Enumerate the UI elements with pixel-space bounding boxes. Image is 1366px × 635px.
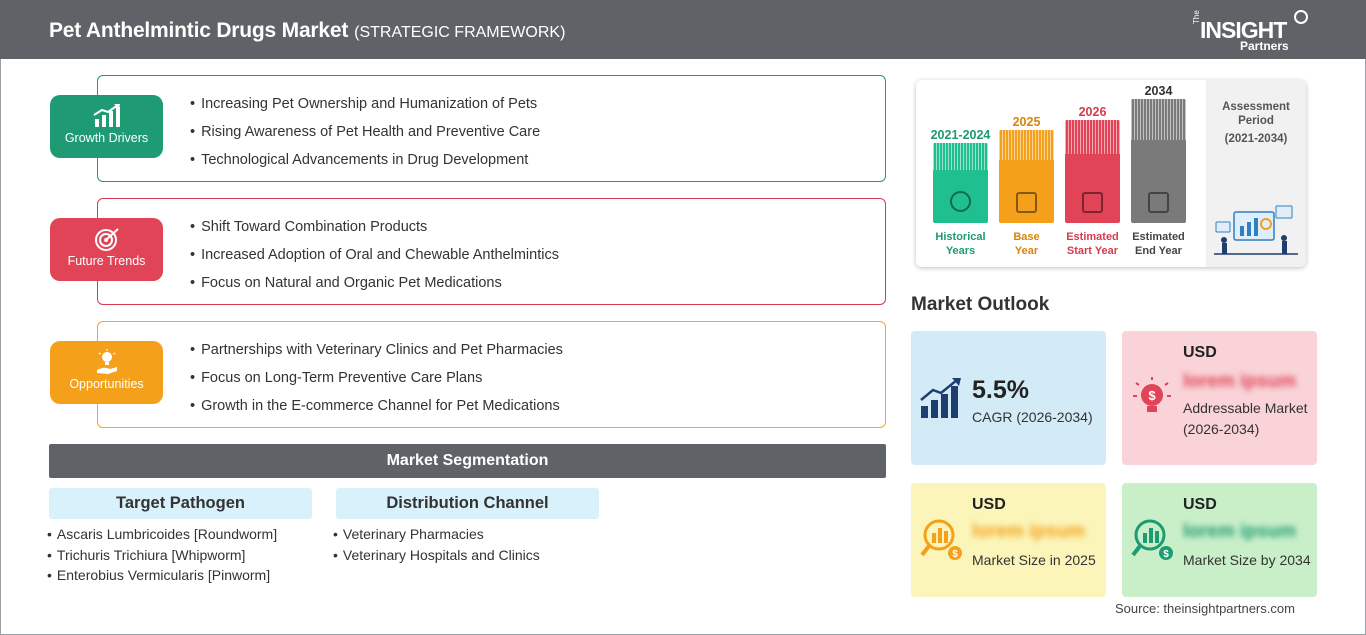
page-title: Pet Anthelmintic Drugs Market (STRATEGIC … [49, 19, 565, 43]
presentation-icon [1082, 192, 1103, 213]
opportunities-card: Partnerships with Veterinary Clinics and… [97, 321, 886, 428]
svg-text:$: $ [1148, 388, 1156, 403]
future-trends-label: Future Trends [67, 254, 146, 268]
size-2025-value: lorem ipsum [972, 521, 1085, 542]
end-label-1: Estimated [1132, 231, 1185, 243]
list-item: Enterobius Vermicularis [Pinworm] [47, 565, 312, 586]
distribution-channel-list: Veterinary Pharmacies Veterinary Hospita… [333, 524, 599, 565]
market-size-chart-icon: $ [920, 519, 962, 560]
target-pathogen-title: Target Pathogen [49, 488, 312, 519]
analytics-illustration-icon [1214, 205, 1298, 255]
target-icon [94, 228, 119, 251]
title-text: Pet Anthelmintic Drugs Market [49, 19, 349, 42]
money-bulb-icon: $ [1133, 377, 1171, 412]
start-label-2: Start Year [1066, 245, 1119, 257]
addressable-market-tile: $ USD lorem ipsum Addressable Market (20… [1122, 331, 1317, 465]
header-bar: Pet Anthelmintic Drugs Market (STRATEGIC … [0, 0, 1366, 59]
assessment-title-2: Period [1238, 115, 1274, 127]
list-item: Rising Awareness of Pet Health and Preve… [190, 122, 540, 150]
growth-drivers-label: Growth Drivers [64, 131, 149, 145]
assessment-title-1: Assessment [1222, 101, 1290, 113]
size-2034-currency: USD [1183, 496, 1217, 513]
monitor-icon [1148, 192, 1169, 213]
opportunities-list: Partnerships with Veterinary Clinics and… [190, 340, 563, 424]
market-size-2034-tile: $ USD lorem ipsum Market Size by 2034 [1122, 483, 1317, 597]
list-item: Shift Toward Combination Products [190, 217, 559, 245]
list-item: Ascaris Lumbricoides [Roundworm] [47, 524, 312, 545]
cagr-label: CAGR (2026-2034) [972, 409, 1093, 425]
market-size-2025-tile: $ USD lorem ipsum Market Size in 2025 [911, 483, 1106, 597]
historical-label-1: Historical [935, 231, 986, 243]
source-note: Source: theinsightpartners.com [1115, 601, 1295, 616]
base-bar [999, 130, 1054, 223]
calendar-icon [1016, 192, 1037, 213]
market-outlook-title: Market Outlook [911, 294, 1050, 315]
growth-drivers-card: Increasing Pet Ownership and Humanizatio… [97, 75, 886, 182]
base-year: 2025 [1012, 115, 1041, 129]
target-pathogen-list: Ascaris Lumbricoides [Roundworm] Trichur… [47, 524, 312, 586]
list-item: Partnerships with Veterinary Clinics and… [190, 340, 563, 368]
history-clock-icon [950, 191, 971, 212]
future-trends-card: Shift Toward Combination Products Increa… [97, 198, 886, 305]
size-2034-label: Market Size by 2034 [1183, 552, 1311, 568]
size-2025-currency: USD [972, 496, 1006, 513]
addressable-label: Addressable Market (2026-2034) [1183, 400, 1308, 437]
list-item: Increased Adoption of Oral and Chewable … [190, 245, 559, 273]
cagr-value: 5.5% [972, 376, 1029, 404]
list-item: Veterinary Pharmacies [333, 524, 599, 545]
future-trends-badge: Future Trends [50, 218, 163, 281]
base-label-1: Base [1013, 231, 1040, 243]
historical-year: 2021-2024 [930, 128, 991, 142]
segmentation-bar: Market Segmentation [49, 444, 886, 478]
market-forecast-icon: $ [1131, 519, 1173, 560]
distribution-channel-column: Distribution Channel Veterinary Pharmaci… [333, 488, 599, 565]
assessment-range: (2021-2034) [1224, 133, 1288, 145]
page-subtitle: (STRATEGIC FRAMEWORK) [354, 24, 566, 41]
list-item: Trichuris Trichiura [Whipworm] [47, 545, 312, 566]
end-year: 2034 [1144, 84, 1173, 98]
addressable-value: lorem ipsum [1183, 371, 1296, 392]
target-pathogen-column: Target Pathogen Ascaris Lumbricoides [Ro… [47, 488, 312, 586]
list-item: Veterinary Hospitals and Clinics [333, 545, 599, 566]
growth-drivers-list: Increasing Pet Ownership and Humanizatio… [190, 94, 540, 178]
list-item: Increasing Pet Ownership and Humanizatio… [190, 94, 540, 122]
logo-partners: Partners [1240, 39, 1289, 53]
list-item: Focus on Long-Term Preventive Care Plans [190, 368, 563, 396]
cagr-tile: 5.5% CAGR (2026-2034) [911, 331, 1106, 465]
list-item: Focus on Natural and Organic Pet Medicat… [190, 273, 559, 301]
logo-main: INSIGHT [1200, 17, 1287, 43]
size-2034-value: lorem ipsum [1183, 521, 1296, 542]
growth-drivers-badge: Growth Drivers [50, 95, 163, 158]
start-year: 2026 [1078, 105, 1107, 119]
future-trends-list: Shift Toward Combination Products Increa… [190, 217, 559, 301]
list-item: Growth in the E-commerce Channel for Pet… [190, 396, 563, 424]
opportunities-badge: Opportunities [50, 341, 163, 404]
growth-bars-icon [920, 378, 961, 418]
historical-bar [933, 143, 988, 223]
list-item: Technological Advancements in Drug Devel… [190, 150, 540, 178]
start-bar [1065, 120, 1120, 223]
end-label-2: End Year [1135, 245, 1182, 257]
base-label-2: Year [1014, 245, 1039, 257]
start-label-1: Estimated [1066, 231, 1119, 243]
size-2025-label: Market Size in 2025 [972, 552, 1096, 568]
historical-label-2: Years [945, 245, 976, 257]
logo-ring-icon [1294, 10, 1308, 24]
growth-chart-icon [92, 104, 120, 127]
addressable-currency: USD [1183, 344, 1217, 361]
svg-text:$: $ [952, 549, 958, 560]
end-bar [1131, 99, 1186, 223]
svg-text:$: $ [1163, 549, 1169, 560]
opportunities-label: Opportunities [69, 377, 144, 391]
distribution-channel-title: Distribution Channel [336, 488, 599, 519]
insight-partners-logo[interactable]: The INSIGHT Partners [1192, 10, 1312, 54]
idea-hand-icon [96, 349, 117, 374]
